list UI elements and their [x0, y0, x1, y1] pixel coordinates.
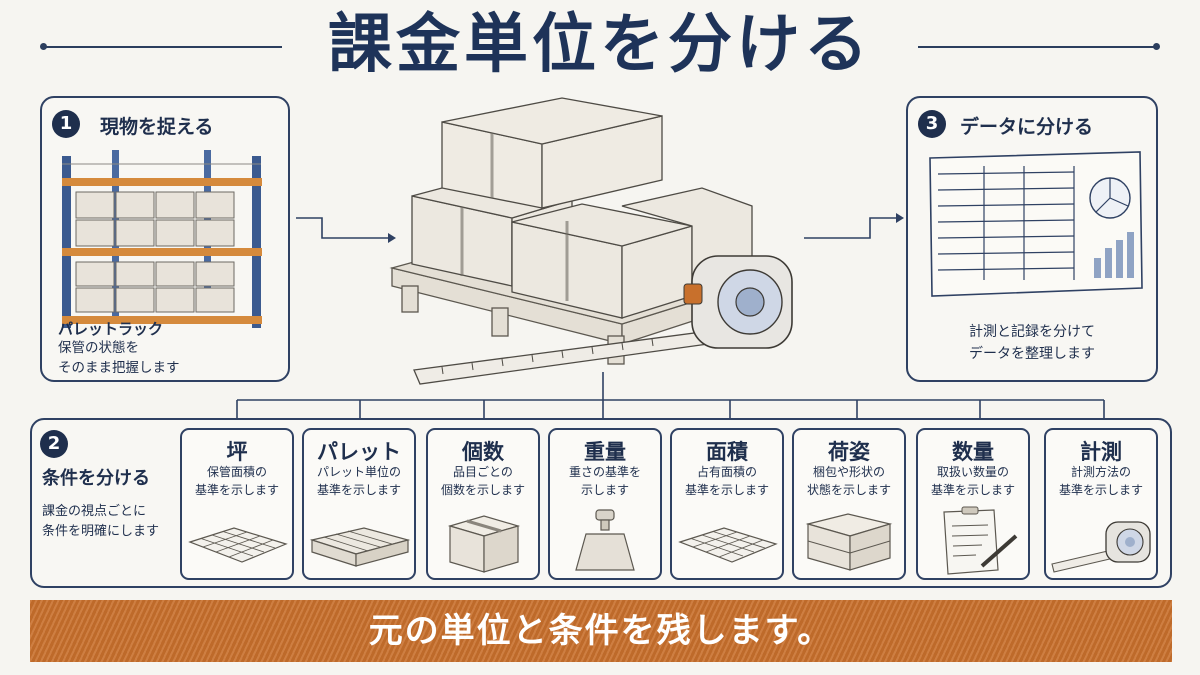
- card-title: 重量: [584, 439, 626, 464]
- title-rule-dot-right: [1153, 43, 1160, 50]
- card-desc-line1: 計測方法の: [1070, 465, 1131, 479]
- card-title: 荷姿: [828, 439, 870, 464]
- card-weight: 重量 重さの基準を示します: [548, 428, 662, 580]
- panel3-desc-line1: 計測と記録を分けて: [969, 324, 1095, 340]
- panel2-desc-line2: 条件を明確にします: [42, 524, 160, 539]
- pallet-icon: [309, 527, 411, 567]
- card-desc-line2: 基準を示します: [1058, 483, 1143, 497]
- card-area: 面積 占有面積の基準を示します: [670, 428, 784, 580]
- floor-grid-icon: [188, 527, 288, 563]
- weight-icon: [575, 509, 635, 571]
- title-rule-right: [918, 46, 1156, 48]
- card-desc-line2: 基準を示します: [930, 483, 1015, 497]
- title-rule-left: [44, 46, 282, 48]
- card-desc-line1: 梱包や形状の: [812, 465, 885, 479]
- card-title: 個数: [462, 439, 504, 464]
- panel-data-split: 3 データに分ける 計測と記録を分けて データを整理します: [906, 96, 1158, 382]
- card-quantity: 数量 取扱い数量の基準を示します: [916, 428, 1030, 580]
- clipboard-icon: [943, 506, 1018, 575]
- card-desc-line2: 基準を示します: [684, 483, 769, 497]
- card-tsubo: 坪 保管面積の基準を示します: [180, 428, 294, 580]
- card-desc-line1: 取扱い数量の: [936, 465, 1009, 479]
- card-desc-line2: 基準を示します: [194, 483, 279, 497]
- pallet-rack-icon: [62, 150, 262, 328]
- card-desc-line1: 重さの基準を: [568, 465, 641, 479]
- step-number-3: 3: [918, 110, 946, 138]
- card-title: パレット: [317, 439, 401, 464]
- arrow-center-to-right: [804, 213, 904, 239]
- summary-banner: 元の単位と条件を残します。: [30, 600, 1172, 662]
- card-count: 個数 品目ごとの個数を示します: [426, 428, 540, 580]
- panel1-desc-line1: 保管の状態を: [58, 340, 139, 356]
- area-grid-icon: [678, 527, 778, 563]
- panel3-title: データに分ける: [960, 116, 1094, 138]
- page-title: 課金単位を分ける: [328, 7, 872, 82]
- panel2-title: 条件を分ける: [42, 468, 150, 489]
- title-rule-dot-left: [40, 43, 47, 50]
- panel3-desc-line2: データを整理します: [969, 346, 1095, 362]
- panel1-desc-line2: そのまま把握します: [58, 360, 180, 376]
- card-desc-line1: 占有面積の: [696, 465, 757, 479]
- card-desc-line2: 示します: [580, 483, 629, 497]
- card-desc-line1: 品目ごとの: [453, 465, 513, 479]
- pallet-rack-label: パレットラック: [58, 320, 164, 338]
- step-number-1: 1: [52, 110, 80, 138]
- card-title: 面積: [706, 439, 748, 464]
- card-title: 計測: [1080, 439, 1122, 464]
- panel2-desc-line1: 課金の視点ごとに: [42, 504, 147, 519]
- panel1-title: 現物を捉える: [100, 116, 214, 138]
- card-desc-line2: 個数を示します: [440, 483, 525, 497]
- summary-banner-text: 元の単位と条件を残します。: [368, 611, 834, 651]
- card-desc-line2: 基準を示します: [316, 483, 401, 497]
- panel-capture-physical: 1 現物を捉える パレットラック 保管の状態を そのまま把握します: [40, 96, 290, 382]
- card-desc-line1: パレット単位の: [316, 465, 401, 479]
- spreadsheet-chart-icon: [929, 151, 1143, 297]
- tape-measure-icon: [1051, 521, 1151, 573]
- arrow-left-to-center: [296, 217, 396, 243]
- card-pallet: パレット パレット単位の基準を示します: [302, 428, 416, 580]
- card-title: 数量: [952, 439, 994, 464]
- card-packaging: 荷姿 梱包や形状の状態を示します: [792, 428, 906, 580]
- packages-icon: [805, 513, 893, 571]
- card-title: 坪: [226, 439, 248, 464]
- card-measurement: 計測 計測方法の基準を示します: [1044, 428, 1158, 580]
- box-icon: [447, 515, 521, 573]
- step-number-2: 2: [40, 430, 68, 458]
- card-desc-line1: 保管面積の: [206, 465, 267, 479]
- pallet-boxes-illustration: [389, 97, 793, 385]
- card-desc-line2: 状態を示します: [806, 483, 891, 497]
